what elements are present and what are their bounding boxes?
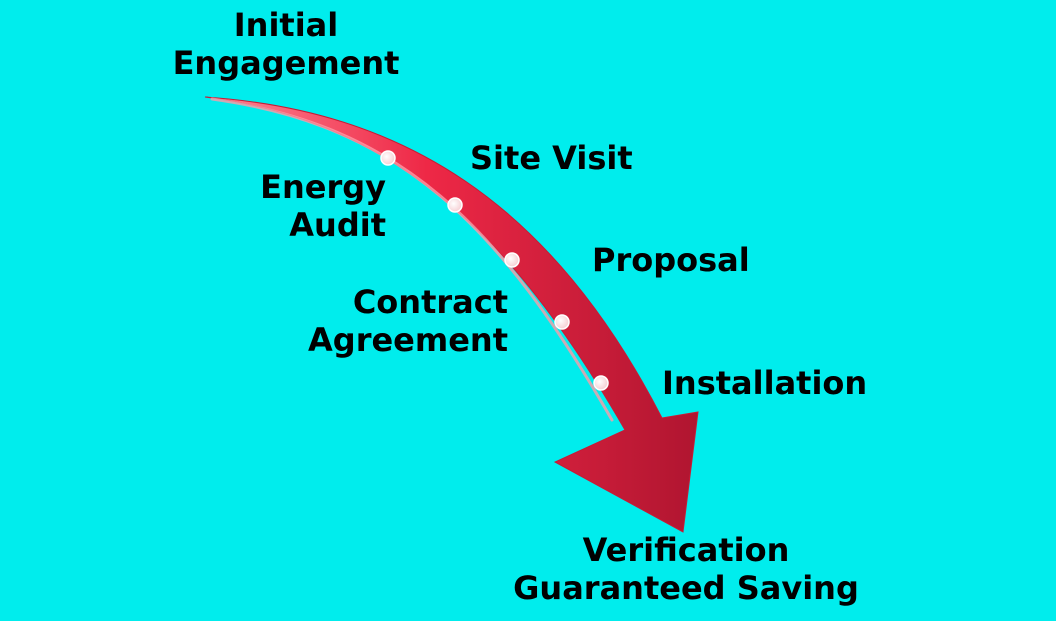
arrow-dots [380, 150, 609, 391]
arrow-dot [380, 150, 396, 166]
step-line: Site Visit [470, 139, 633, 177]
arrow-dot [593, 375, 609, 391]
step-line: Audit [289, 206, 386, 244]
step-line: Initial [233, 6, 339, 44]
step-line: Engagement [172, 44, 400, 82]
step-line: Agreement [308, 321, 508, 359]
arrow-dot [554, 314, 570, 330]
step-line: Guaranteed Saving [513, 569, 859, 607]
arrow-dot [504, 252, 520, 268]
step-initial-engagement: Initial Engagement [168, 6, 404, 82]
step-line: Contract [352, 283, 508, 321]
step-line: Proposal [592, 241, 750, 279]
step-energy-audit: Energy Audit [236, 168, 386, 244]
step-contract-agreement: Contract Agreement [296, 283, 508, 359]
arrow-dot [447, 197, 463, 213]
step-site-visit: Site Visit [470, 139, 633, 177]
step-line: Energy [260, 168, 386, 206]
step-line: Verification [582, 531, 790, 569]
step-verification: Verification Guaranteed Saving [506, 531, 866, 607]
step-proposal: Proposal [592, 241, 750, 279]
step-line: Installation [662, 364, 868, 402]
step-installation: Installation [662, 364, 867, 402]
arrow-edge-highlight [210, 97, 614, 422]
